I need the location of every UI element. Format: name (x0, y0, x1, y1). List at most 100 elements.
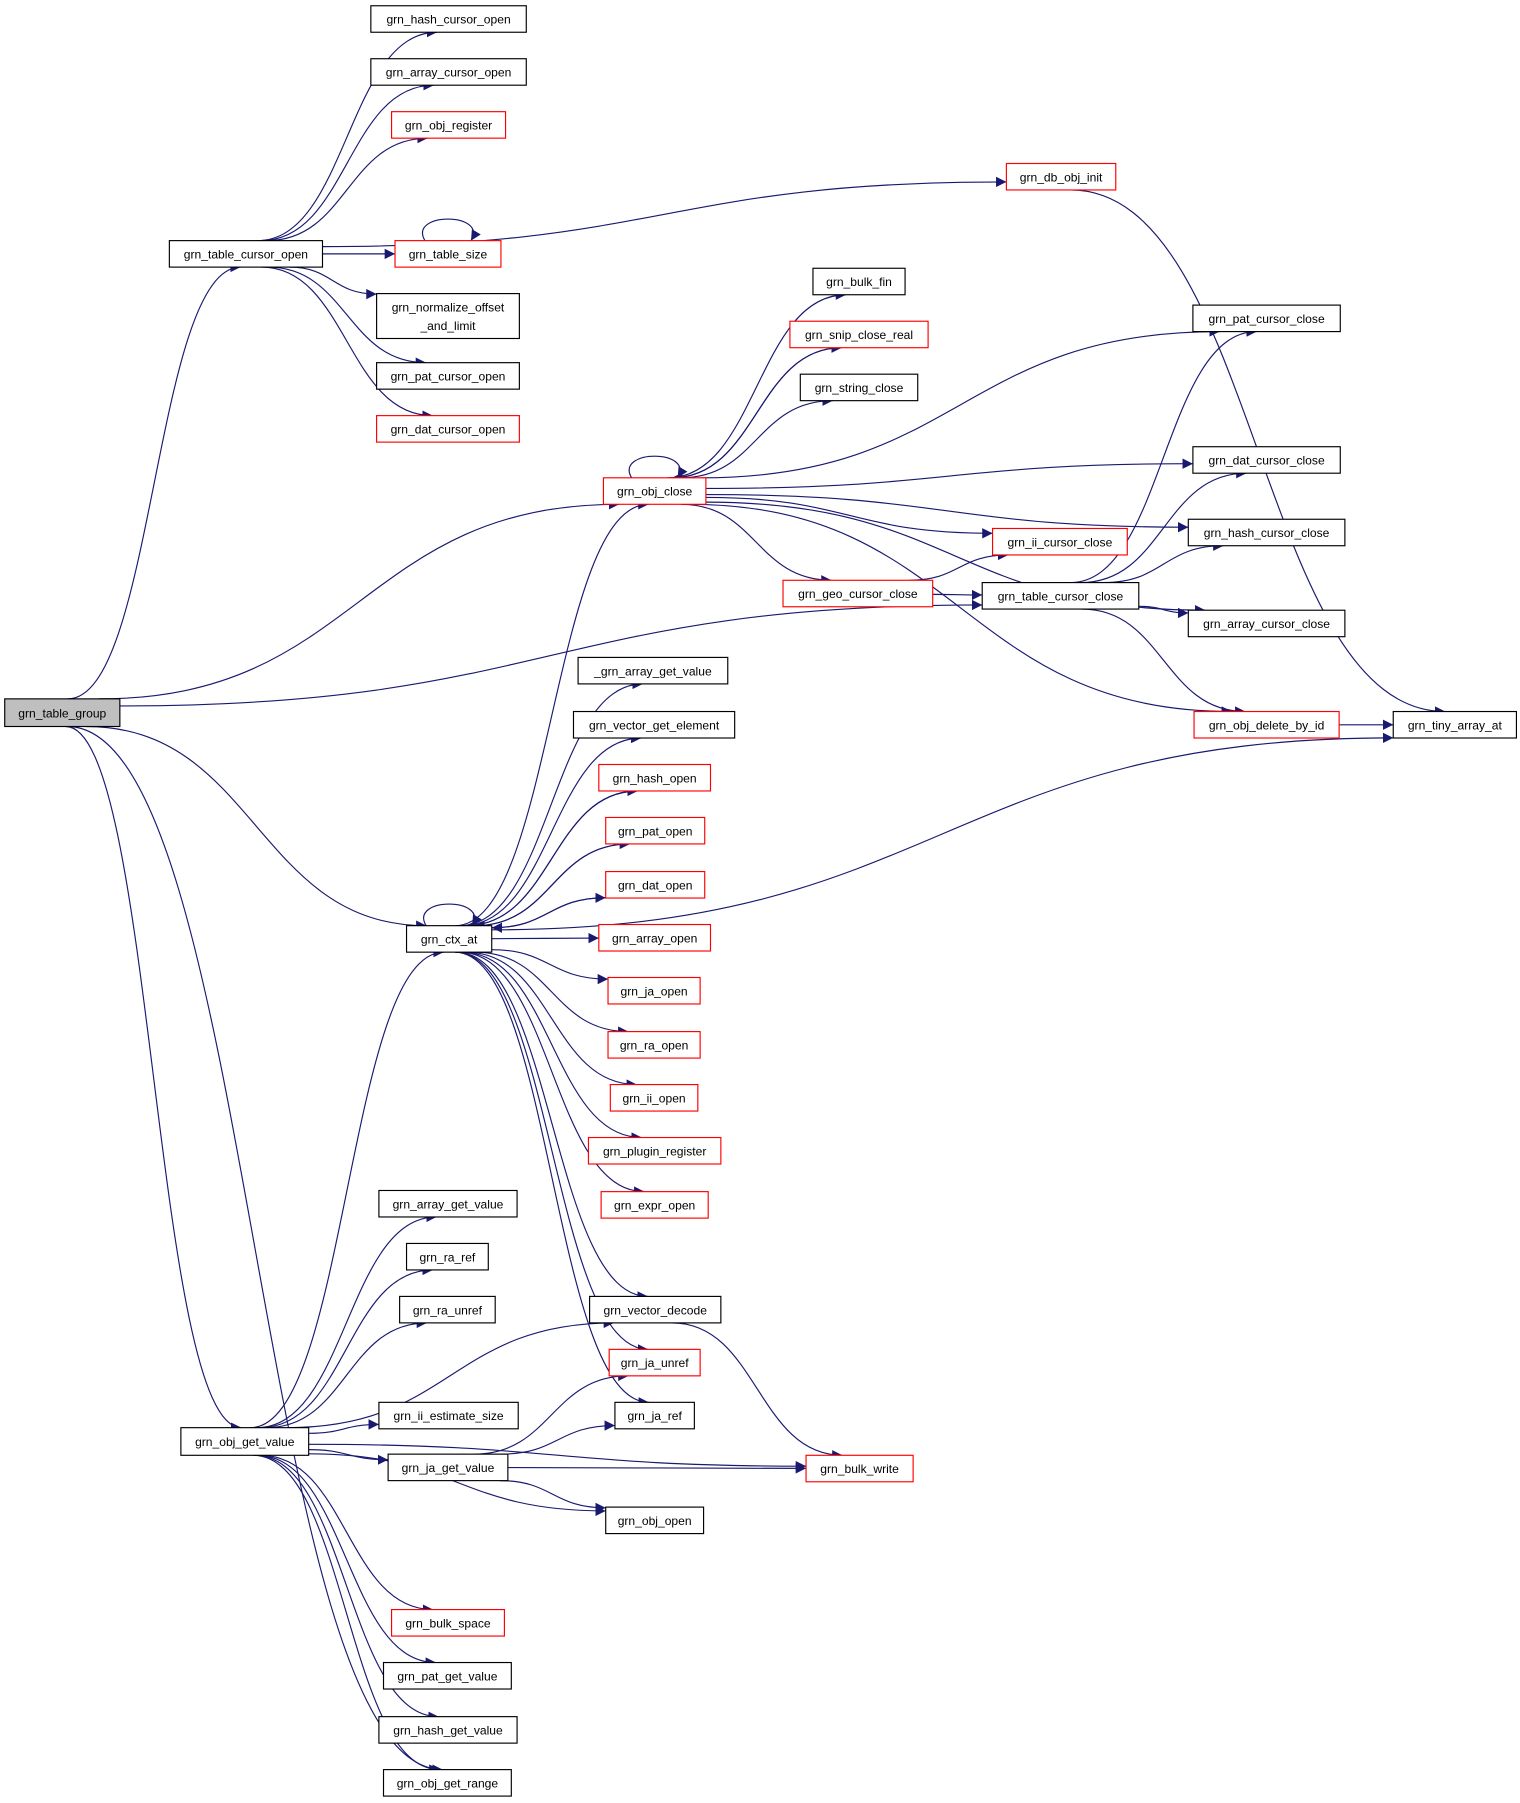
node-hash-open[interactable]: grn_hash_open (598, 763, 712, 792)
edge-obj_get_value-to-pat_get_value (256, 1454, 436, 1668)
node-ii-open[interactable]: grn_ii_open (609, 1083, 699, 1112)
node-label: grn_array_open (612, 931, 697, 945)
node-box (405, 925, 493, 953)
node-pat-cursor-open[interactable]: grn_pat_cursor_open (376, 362, 520, 390)
node-array-cursor-open[interactable]: grn_array_cursor_open (370, 58, 527, 86)
node-obj-open[interactable]: grn_obj_open (605, 1506, 705, 1535)
node-ra-ref[interactable]: grn_ra_ref (405, 1242, 489, 1271)
node-box (805, 1454, 914, 1483)
edges-layer (65, 27, 1446, 1775)
node-ja-get-value[interactable]: grn_ja_get_value (387, 1453, 509, 1482)
node-snip-close-real[interactable]: grn_snip_close_real (789, 320, 929, 349)
node-pat-open[interactable]: grn_pat_open (605, 816, 706, 845)
node-ii-estimate-size[interactable]: grn_ii_estimate_size (378, 1401, 519, 1430)
node-array-cursor-close[interactable]: grn_array_cursor_close (1187, 609, 1346, 638)
node-box (577, 656, 729, 685)
node-box (180, 1427, 310, 1456)
edge-obj_close-to-ii_cursor_close (705, 496, 993, 539)
node-label: grn_pat_open (618, 824, 693, 838)
node-bulk-fin[interactable]: grn_bulk_fin (812, 267, 906, 296)
node-vector-get-element[interactable]: grn_vector_get_element (572, 710, 736, 739)
node-table-cursor-close[interactable]: grn_table_cursor_close (981, 582, 1140, 610)
node-box (394, 240, 502, 268)
edge-table_cursor_open-to-normalize (288, 266, 377, 300)
node-dat-cursor-close[interactable]: grn_dat_cursor_close (1192, 446, 1341, 474)
edge-table_cursor_close-to-pat_cursor_close (1070, 326, 1257, 584)
node-label: grn_table_cursor_close (998, 589, 1124, 603)
node-bulk-write[interactable]: grn_bulk_write (805, 1454, 914, 1483)
node-box (382, 1769, 512, 1797)
node-box (608, 1348, 701, 1377)
edge-obj_get_value-to-hash_get_value (254, 1454, 439, 1722)
node-tiny-array-at[interactable]: grn_tiny_array_at (1392, 710, 1518, 739)
node-label: grn_pat_cursor_close (1209, 312, 1325, 326)
node-db-obj-init[interactable]: grn_db_obj_init (1005, 162, 1117, 191)
node--array-get-value[interactable]: _grn_array_get_value (577, 656, 729, 685)
edge-table_cursor_open-to-obj_register (266, 132, 428, 242)
node-label: grn_hash_cursor_close (1204, 526, 1330, 540)
node-label: grn_table_group (18, 706, 106, 720)
node-hash-cursor-open[interactable]: grn_hash_cursor_open (370, 5, 527, 33)
node-hash-cursor-close[interactable]: grn_hash_cursor_close (1187, 518, 1346, 547)
node-box (1187, 609, 1346, 638)
node-geo-cursor-close[interactable]: grn_geo_cursor_close (782, 579, 934, 608)
node-obj-get-range[interactable]: grn_obj_get_range (382, 1769, 512, 1797)
node-label: grn_obj_get_range (397, 1776, 499, 1790)
edge-table_cursor_open-to-db_obj_init (322, 176, 1007, 248)
node-array-get-value[interactable]: grn_array_get_value (378, 1189, 518, 1218)
node-box (782, 579, 934, 608)
node-box (991, 527, 1128, 556)
edge-ctx_at-to-ja_open (491, 949, 609, 985)
node-box (1193, 710, 1340, 739)
edge-table_cursor_open-to-pat_cursor_open (267, 266, 427, 368)
edge-table_group-to-table_cursor_close (119, 599, 983, 707)
edge-ctx_at-to-ja_ref (454, 951, 649, 1408)
edge-ja_get_value-to-bulk_write (507, 1463, 807, 1474)
edge-ja_get_value-to-ja_ref (500, 1420, 615, 1455)
node-ra-open[interactable]: grn_ra_open (607, 1031, 701, 1059)
node-obj-delete-by-id[interactable]: grn_obj_delete_by_id (1193, 710, 1340, 739)
node-string-close[interactable]: grn_string_close (799, 373, 919, 402)
edge-table_group-to-ctx_at (85, 725, 427, 931)
node-bulk-space[interactable]: grn_bulk_space (390, 1608, 505, 1637)
node-ra-unref[interactable]: grn_ra_unref (399, 1295, 496, 1324)
edge-ctx_at-to-ii_open (466, 951, 637, 1090)
node-ja-unref[interactable]: grn_ja_unref (608, 1348, 701, 1377)
node-label: grn_array_get_value (393, 1197, 504, 1211)
node-obj-get-value[interactable]: grn_obj_get_value (180, 1427, 310, 1456)
node-expr-open[interactable]: grn_expr_open (600, 1191, 709, 1219)
node-table-cursor-open[interactable]: grn_table_cursor_open (168, 240, 324, 268)
node-label: grn_dat_cursor_close (1209, 454, 1325, 468)
node-hash-get-value[interactable]: grn_hash_get_value (378, 1716, 518, 1744)
node-label: grn_expr_open (614, 1198, 695, 1212)
edge-ctx_at-to-ra_open (474, 951, 629, 1037)
edge-obj_get_value-to-array_get_value (256, 1211, 437, 1429)
node-pat-cursor-close[interactable]: grn_pat_cursor_close (1192, 304, 1341, 333)
node-vector-decode[interactable]: grn_vector_decode (589, 1295, 722, 1324)
node-label: grn_hash_cursor_open (386, 13, 510, 27)
node-dat-open[interactable]: grn_dat_open (605, 870, 706, 899)
node-ctx-at[interactable]: grn_ctx_at (405, 925, 493, 953)
node-pat-get-value[interactable]: grn_pat_get_value (382, 1661, 512, 1690)
node-obj-register[interactable]: grn_obj_register (390, 111, 507, 139)
edge-vector_decode-to-bulk_write (672, 1322, 843, 1461)
edge-ctx_at-to-vector_get_element (461, 732, 642, 927)
edge-obj_close-to-dat_cursor_close (705, 458, 1193, 490)
node-plugin-register[interactable]: grn_plugin_register (587, 1136, 722, 1165)
edge-table_group-to-obj_get_value (65, 725, 242, 1433)
edge-snip_close_real-to-obj_close (671, 347, 842, 483)
node-table-size[interactable]: grn_table_size (394, 240, 502, 268)
node-box (789, 320, 929, 349)
node-obj-close[interactable]: grn_obj_close (602, 477, 707, 505)
node-label: grn_ctx_at (421, 933, 478, 947)
node-ja-ref[interactable]: grn_ja_ref (614, 1401, 695, 1430)
node-ii-cursor-close[interactable]: grn_ii_cursor_close (991, 527, 1128, 556)
edge-obj_get_value-to-vector_decode (287, 1317, 615, 1429)
node-box (370, 58, 527, 86)
node-normalize[interactable]: grn_normalize_offset_and_limit (376, 293, 520, 340)
node-dat-cursor-open[interactable]: grn_dat_cursor_open (376, 415, 520, 443)
node-ja-open[interactable]: grn_ja_open (607, 976, 701, 1005)
node-table-group[interactable]: grn_table_group (4, 698, 121, 728)
node-array-open[interactable]: grn_array_open (598, 923, 712, 952)
